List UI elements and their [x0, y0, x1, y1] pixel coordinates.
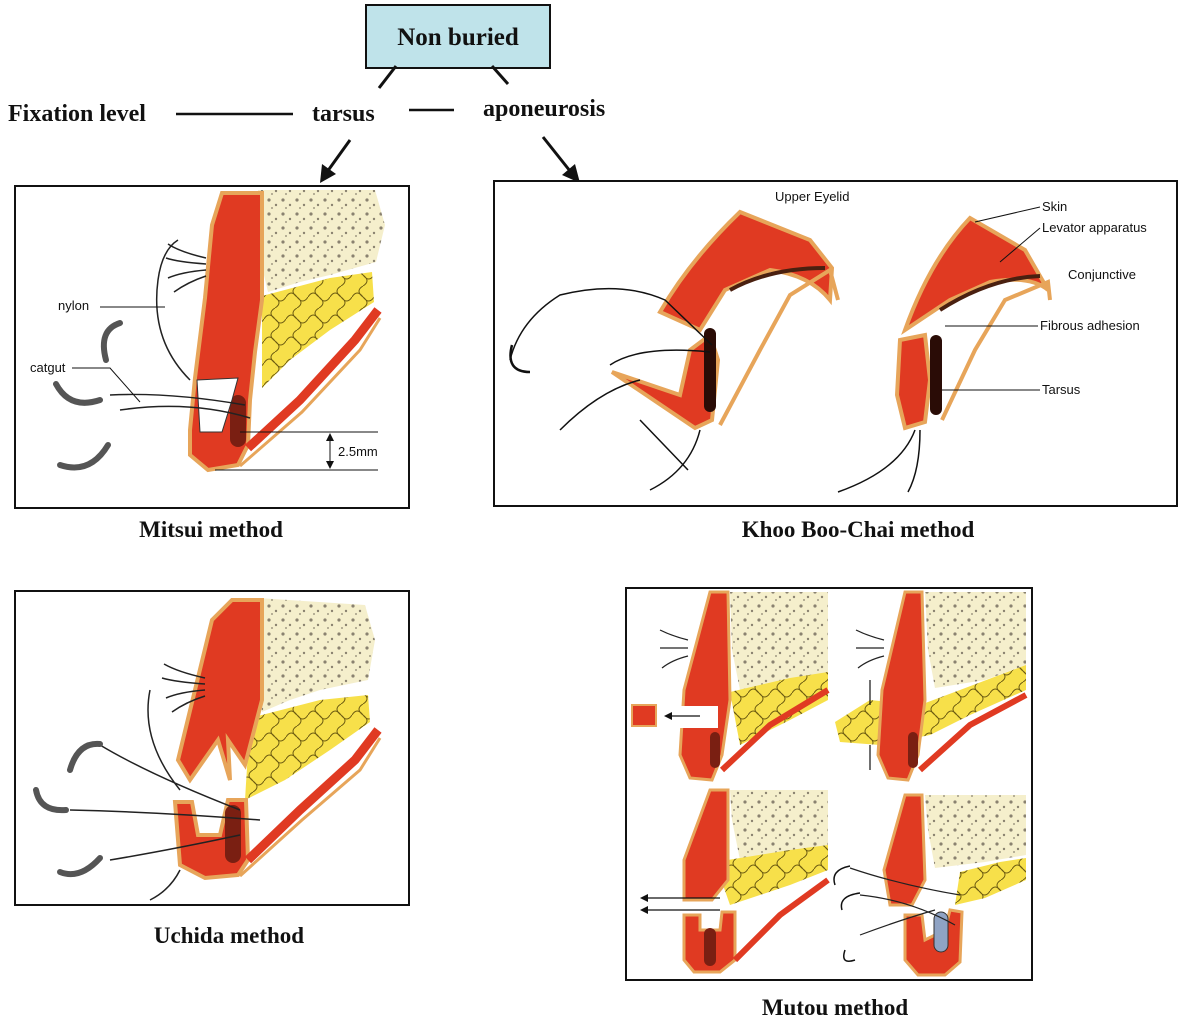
khoo-label-levator: Levator apparatus — [1042, 220, 1147, 235]
connector-left — [379, 66, 396, 88]
mitsui-label-nylon: nylon — [58, 298, 89, 313]
mitsui-label-measure: 2.5mm — [338, 444, 378, 459]
mutou-step-2-tarsus — [908, 732, 918, 768]
header: Non buried Fixation level tarsus aponeur… — [8, 5, 605, 183]
level-tarsus: tarsus — [312, 101, 375, 127]
uchida-panel — [15, 591, 409, 905]
mutou-step-3-tarsus — [704, 928, 716, 966]
arrow-aponeurosis — [543, 137, 570, 171]
khoo-panel: Upper Eyelid Skin Levator apparatus Conj… — [494, 181, 1177, 506]
khoo-left-tarsus — [704, 328, 716, 412]
khoo-caption: Khoo Boo-Chai method — [742, 517, 975, 542]
uchida-caption: Uchida method — [154, 923, 304, 948]
khoo-right-lid-lower — [897, 335, 930, 428]
mitsui-panel: nylon catgut 2.5mm — [15, 186, 409, 508]
uchida-tarsus — [225, 805, 241, 863]
mutou-step-4-bone — [925, 795, 1026, 868]
khoo-label-conjunctive: Conjunctive — [1068, 267, 1136, 282]
arrow-tarsus — [327, 140, 350, 172]
mutou-step-1-cut — [676, 706, 718, 728]
khoo-label-fibrous: Fibrous adhesion — [1040, 318, 1140, 333]
level-aponeurosis: aponeurosis — [483, 96, 605, 122]
mutou-step-1-tarsus — [710, 732, 720, 768]
khoo-label-skin: Skin — [1042, 199, 1067, 214]
mutou-panel — [626, 588, 1032, 980]
mutou-caption: Mutou method — [762, 995, 909, 1020]
khoo-label-upper-eyelid: Upper Eyelid — [775, 189, 849, 204]
khoo-right-tarsus — [930, 335, 942, 415]
mitsui-label-catgut: catgut — [30, 360, 66, 375]
arrow-tarsus-head — [320, 164, 336, 183]
mutou-step-1-excised — [632, 705, 656, 726]
fixation-level-label: Fixation level — [8, 101, 146, 127]
khoo-label-tarsus: Tarsus — [1042, 382, 1081, 397]
category-title: Non buried — [397, 24, 519, 51]
mitsui-caption: Mitsui method — [139, 517, 283, 542]
